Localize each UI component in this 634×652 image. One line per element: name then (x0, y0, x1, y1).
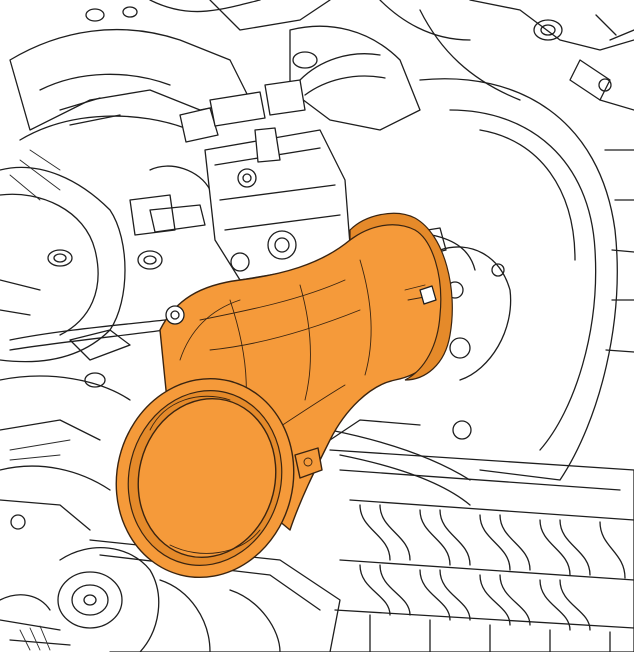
exhaust-outlet-pipe (115, 212, 453, 579)
sensor-bracket (149, 53, 386, 281)
pipe-upper-flange (349, 212, 453, 381)
pipe-outlet-bore (137, 397, 277, 559)
pipe-clamp-bolts (165, 285, 437, 325)
cooler-fins (359, 504, 626, 652)
